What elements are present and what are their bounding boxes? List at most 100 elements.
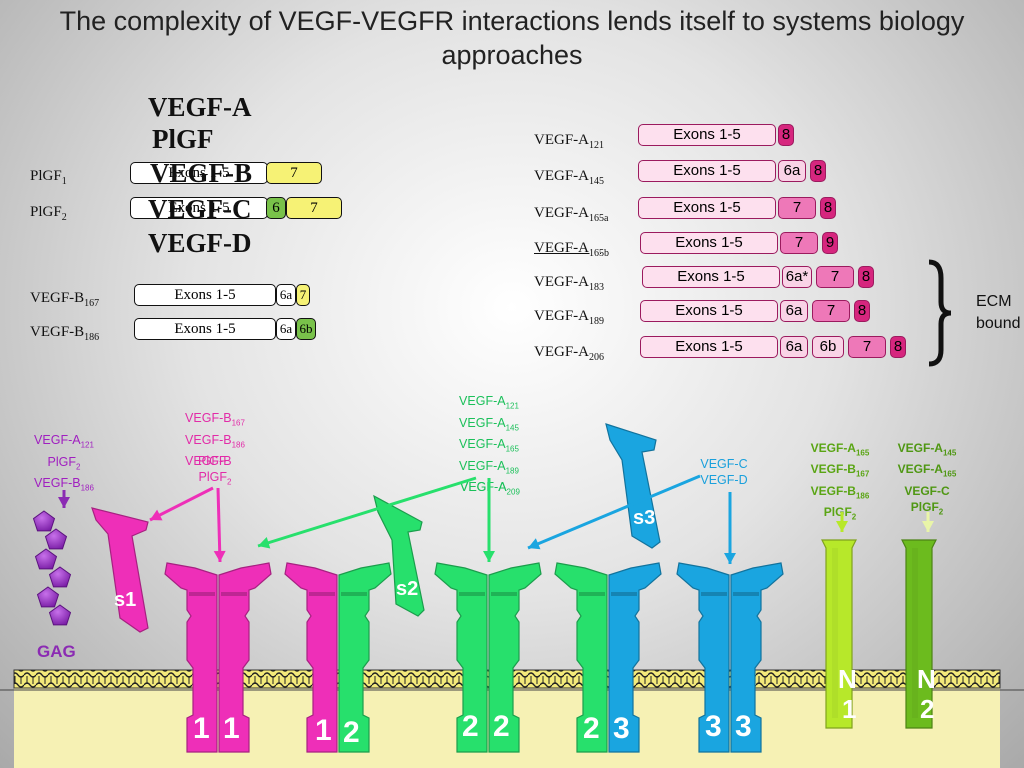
receptor-dimer-r3-r3-left: [676, 562, 730, 753]
receptor-dimer-r1-r1-left: [164, 562, 218, 753]
pair-22-right-number: 2: [493, 710, 510, 743]
slide-title: The complexity of VEGF-VEGFR interaction…: [59, 6, 965, 70]
nrp2-number: 2: [920, 694, 935, 724]
plgf1-exon7: 7: [266, 162, 322, 184]
vegfa-183-exon-8: 8: [858, 266, 874, 288]
vegfa-165a-exons: Exons 1-5: [638, 197, 776, 219]
r2-ligand-6: VEGF-A209: [460, 480, 520, 497]
receptor-dimer-r1-r2-left-band: [309, 592, 335, 596]
vegfa-183-label: VEGF-A183: [534, 274, 604, 293]
r2-ligand-overlap: VEGF-A VEGF-A209: [444, 479, 534, 497]
bound-label: bound: [976, 315, 1021, 332]
n1-ligand-2: VEGF-B167: [810, 462, 870, 479]
receptor-dimer-r2-r3-right-band: [611, 592, 637, 596]
plgf2-exon6: 6: [266, 197, 286, 219]
ecm-label: ECM: [976, 293, 1012, 310]
nrp1-number: 1: [842, 694, 857, 724]
arrow-to-r2-dimer: [483, 478, 495, 562]
r2-ligand-4: VEGF-A189: [459, 458, 519, 476]
soluble-receptor-s1: [91, 507, 149, 633]
soluble-r3-label: s3: [633, 507, 656, 529]
r2-ligands: VEGF-A121 VEGF-A145 VEGF-A165 VEGF-A189 …: [444, 393, 534, 497]
vegfa-189-exon-6a: 6a: [780, 300, 808, 322]
pair-23-left-number: 2: [583, 712, 600, 745]
gag-unit-5: [36, 586, 60, 608]
vegfa-165b-exon-9: 9: [822, 232, 838, 254]
neuropilin-1-highlight: [832, 548, 838, 718]
neuropilin-1: [821, 539, 857, 729]
n1-ligand-4: PlGF2: [823, 505, 857, 522]
vegfa-206-exon-6a: 6a: [780, 336, 808, 358]
receptor-dimer-r3-r3-right-band: [733, 592, 759, 596]
vegfa-206-exon-7: 7: [848, 336, 886, 358]
family-name-vegf-b: VEGF-B: [150, 158, 253, 188]
vegfa-121-exons: Exons 1-5: [638, 124, 776, 146]
vegfa-165b-exons: Exons 1-5: [640, 232, 778, 254]
n1-ligand-1: VEGF-A165: [810, 441, 870, 458]
vegfb167-label: VEGF-B167: [30, 290, 100, 309]
pair-33-right-number: 3: [735, 710, 752, 743]
arrow-layer: [58, 474, 934, 564]
receptor-dimer-r2-r2-left-band: [459, 592, 485, 596]
vegfa-145-exon-6a: 6a: [778, 160, 806, 182]
vegfa-206-label: VEGF-A206: [534, 344, 604, 363]
plgf2-exons: Exons 1-5: [130, 197, 268, 219]
n1-ligand-3: VEGF-B186: [810, 483, 870, 501]
vegfa-165b-exon-7: 7: [780, 232, 818, 254]
vegfa-121-label: VEGF-A121: [534, 132, 604, 151]
vegfa-206-exon-8: 8: [890, 336, 906, 358]
receptor-dimer-r3-r3-left-band: [701, 592, 727, 596]
receptor-dimer-r1-r2-right-band: [341, 592, 367, 596]
vegfb186-exon6b: 6b: [296, 318, 316, 340]
r3-ligand-1: VEGF-C: [700, 457, 748, 471]
plgf2-exon7: 7: [286, 197, 342, 219]
r1-ligand-5: PlGF2: [198, 470, 232, 487]
n2-ligand-2: VEGF-A165: [897, 462, 957, 479]
r2-ligand-2: VEGF-A145: [459, 415, 519, 433]
vegfa-165b-label: VEGF-A165b: [534, 240, 609, 259]
vegfa-183-exon-6astar: 6a*: [782, 266, 812, 288]
arrow-to-n2: [922, 512, 934, 532]
gag-ligand-1: VEGF-A121: [34, 433, 94, 450]
ecm-bracket: [928, 259, 952, 367]
vegfa-189-exons: Exons 1-5: [640, 300, 778, 322]
n1-ligands: VEGF-A165 VEGF-B167 VEGF-B186 PlGF2: [797, 440, 883, 526]
nrp1-letter: N: [838, 664, 857, 694]
vegfa-206-exons: Exons 1-5: [640, 336, 778, 358]
soluble-receptor-s3: [605, 423, 661, 549]
n2-ligand-4: PlGF2: [910, 499, 944, 517]
receptor-dimer-r2-r2-left: [434, 562, 488, 753]
arrow-to-n1: [836, 512, 848, 532]
soluble-receptor-s2: [373, 494, 425, 617]
gag-unit-1: [32, 510, 56, 532]
receptor-dimer-r2-r2-right: [488, 562, 542, 753]
pair-11-left-number: 1: [193, 712, 210, 745]
vegfb167-exons: Exons 1-5: [134, 284, 276, 306]
receptor-dimer-r3-r3-right: [730, 562, 784, 753]
vegfa-145-label: VEGF-A145: [534, 168, 604, 187]
neuropilin-2-highlight: [912, 548, 918, 718]
family-name-vegf-d: VEGF-D: [148, 228, 252, 258]
vegfa-183-exons: Exons 1-5: [642, 266, 780, 288]
vegfa-121-exon-8: 8: [778, 124, 794, 146]
r3-ligand-2: VEGF-D: [700, 473, 748, 487]
r2-ligand-3: VEGF-A165: [459, 437, 519, 454]
family-name-vegf-a: VEGF-A: [148, 92, 252, 122]
pair-23-right-number: 3: [613, 712, 630, 745]
plgf1-label: PlGF1: [30, 168, 67, 187]
gag-label: GAG: [37, 642, 76, 661]
vegfa-165a-label: VEGF-A165a: [534, 205, 609, 224]
receptor-dimer-r1-r1-right: [218, 562, 272, 753]
vegfa-145-exons: Exons 1-5: [638, 160, 776, 182]
vegfa-206-exon-6b: 6b: [812, 336, 844, 358]
receptor-layer: [32, 423, 937, 753]
arrow-to-r1r2-dimer: [257, 476, 477, 549]
receptor-dimer-r2-r3-left: [554, 562, 608, 753]
receptor-dimer-r1-r1-left-band: [189, 592, 215, 596]
pair-11-right-number: 1: [223, 712, 240, 745]
gag-unit-4: [48, 566, 72, 588]
receptor-dimer-r1-r2-right: [338, 562, 392, 753]
arrow-to-s1: [149, 486, 214, 522]
gag-unit-3: [34, 548, 58, 570]
vegfb167-exon7: 7: [296, 284, 310, 306]
